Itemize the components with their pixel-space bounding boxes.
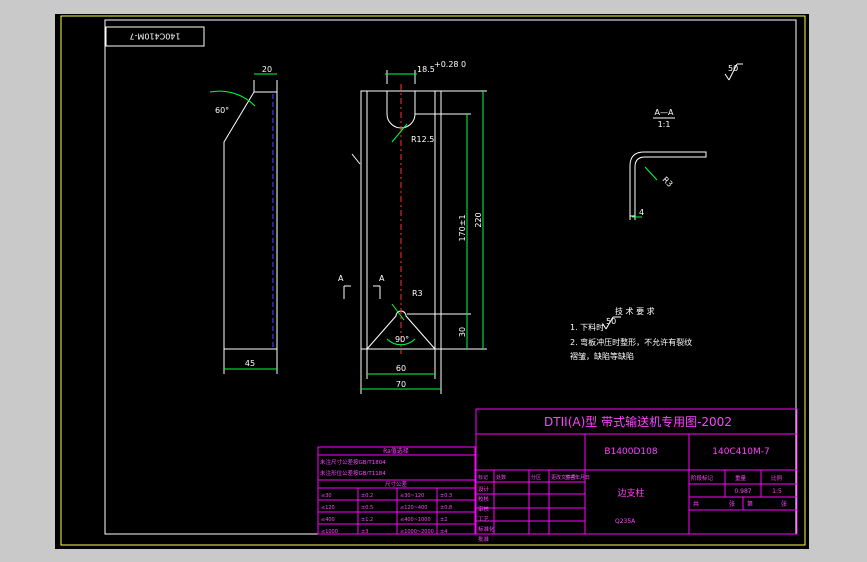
sheet-label-2: 张 bbox=[729, 500, 735, 508]
height-inner: 170±1 bbox=[458, 214, 467, 241]
revision-row-label: 设计 bbox=[478, 485, 490, 493]
drawing-number: B1400D108 bbox=[604, 447, 657, 457]
tolerance-cell: ≤400~1000 bbox=[400, 517, 431, 523]
height-total: 220 bbox=[474, 212, 483, 227]
front-angle: 60° bbox=[215, 106, 229, 115]
sheet-label-3: 第 bbox=[747, 500, 753, 508]
tolerance-cell: ±0.5 bbox=[361, 505, 373, 511]
title-block bbox=[475, 408, 798, 535]
roughness-symbol bbox=[724, 63, 743, 81]
tolerance-cell: ±3 bbox=[361, 529, 368, 535]
section-aa bbox=[629, 117, 707, 220]
tol-title: Ra值选择 bbox=[383, 447, 409, 455]
section-radius: R3 bbox=[661, 175, 675, 189]
revision-headers: 标记 处数 分区 更改文件号签名年月日 bbox=[478, 474, 590, 481]
tolerance-cell: ≤120~400 bbox=[400, 505, 427, 511]
drawing-canvas: 140C410M-7 20 60° 45 bbox=[60, 15, 806, 546]
revision-header: 年月日 bbox=[575, 474, 590, 481]
tech-notes-title: 技 术 要 求 bbox=[615, 306, 655, 316]
material: Q235A bbox=[615, 518, 636, 525]
weight-label-stage: 阶段标记 bbox=[691, 474, 714, 482]
tolerance-cell: ≤120 bbox=[321, 505, 335, 511]
outer-frame bbox=[60, 15, 806, 546]
revision-header: 分区 bbox=[531, 474, 541, 481]
revision-header: 处数 bbox=[496, 474, 506, 481]
revision-row-label: 标准化 bbox=[478, 525, 495, 533]
revision-row-label: 校核 bbox=[478, 495, 490, 503]
revision-row-label: 审核 bbox=[478, 505, 490, 513]
weight-label-scale: 比例 bbox=[771, 474, 783, 482]
tolerance-cell: ≤400 bbox=[321, 517, 335, 523]
revision-header: 签名 bbox=[565, 474, 575, 481]
weight-label-mass: 重量 bbox=[735, 474, 747, 482]
cad-drawing-window[interactable]: 140C410M-7 20 60° 45 bbox=[55, 14, 809, 549]
drawing-code: 140C410M-7 bbox=[712, 447, 769, 457]
part-name: 边支柱 bbox=[617, 487, 644, 499]
radius-bottom: R3 bbox=[412, 289, 423, 298]
tolerance-cell: ≤1000 bbox=[321, 529, 338, 535]
title-header: DTII(A)型 带式输送机专用图-2002 bbox=[544, 414, 732, 429]
roughness-value: 50 bbox=[728, 64, 738, 73]
tol-note-1: 未注尺寸公差按GB/T1804 bbox=[320, 458, 386, 466]
tol-note-2: 未注形位公差按GB/T1184 bbox=[320, 469, 386, 477]
tolerance-cell: ±0.2 bbox=[361, 493, 373, 499]
radius-top: R12.5 bbox=[411, 135, 434, 144]
section-label: A—A bbox=[655, 108, 674, 117]
angle-bottom: 90° bbox=[395, 335, 409, 344]
section-mark-right: A bbox=[379, 274, 385, 283]
width-total: 70 bbox=[396, 380, 406, 389]
tolerance-cell: ±1.2 bbox=[361, 517, 373, 523]
tolerance-rows: ≤30 ±0.2 ≤30~120 ±0.3 ≤120 ±0.5 ≤120~400 ±0.8 ≤4… bbox=[321, 493, 452, 535]
tech-note-1: 1. 下料时 bbox=[570, 322, 604, 332]
note-roughness-value: 50 bbox=[606, 317, 616, 326]
weight-value: 0.987 bbox=[734, 488, 751, 495]
revision-header: 标记 bbox=[478, 474, 488, 481]
tech-note-3: 褶皱，缺陷等缺陷 bbox=[570, 351, 634, 361]
section-mark-left: A bbox=[338, 274, 344, 283]
slot-tolerance: +0.28 0 bbox=[434, 60, 466, 69]
revision-row-label: 批准 bbox=[478, 535, 490, 543]
scale-value: 1:5 bbox=[772, 488, 782, 495]
rotated-code-box bbox=[105, 26, 205, 47]
tech-note-2: 2. 弯板冲压时整形，不允许有裂纹 bbox=[570, 337, 692, 347]
inner-frame bbox=[104, 19, 797, 535]
front-width: 45 bbox=[245, 359, 255, 368]
tol-header: 尺寸公差 bbox=[385, 480, 408, 488]
tolerance-cell: ±2 bbox=[440, 517, 447, 523]
tolerance-table bbox=[317, 446, 476, 535]
tolerance-cell: ±0.8 bbox=[440, 505, 452, 511]
tolerance-cell: ±0.3 bbox=[440, 493, 452, 499]
section-scale: 1:1 bbox=[658, 120, 671, 129]
revision-row-label: 工艺 bbox=[478, 516, 490, 523]
front-view bbox=[209, 73, 278, 374]
width-inner: 60 bbox=[396, 364, 406, 373]
sheet-label-1: 共 bbox=[693, 500, 699, 508]
rotated-code: 140C410M-7 bbox=[129, 32, 180, 41]
side-view bbox=[343, 70, 487, 394]
tolerance-cell: ≤1000~2000 bbox=[400, 529, 434, 535]
note-roughness-symbol bbox=[602, 316, 621, 330]
tolerance-cell: ≤30 bbox=[321, 493, 332, 499]
tolerance-cell: ±4 bbox=[440, 529, 447, 535]
sheet-label-4: 张 bbox=[781, 500, 787, 508]
revision-header: 更改文件号 bbox=[551, 474, 576, 481]
front-top-width: 20 bbox=[262, 65, 272, 74]
section-thickness: 4 bbox=[639, 208, 644, 217]
slot-width: 18.5 bbox=[417, 65, 435, 74]
height-bottom: 30 bbox=[458, 327, 467, 337]
tolerance-cell: ≤30~120 bbox=[400, 493, 424, 499]
